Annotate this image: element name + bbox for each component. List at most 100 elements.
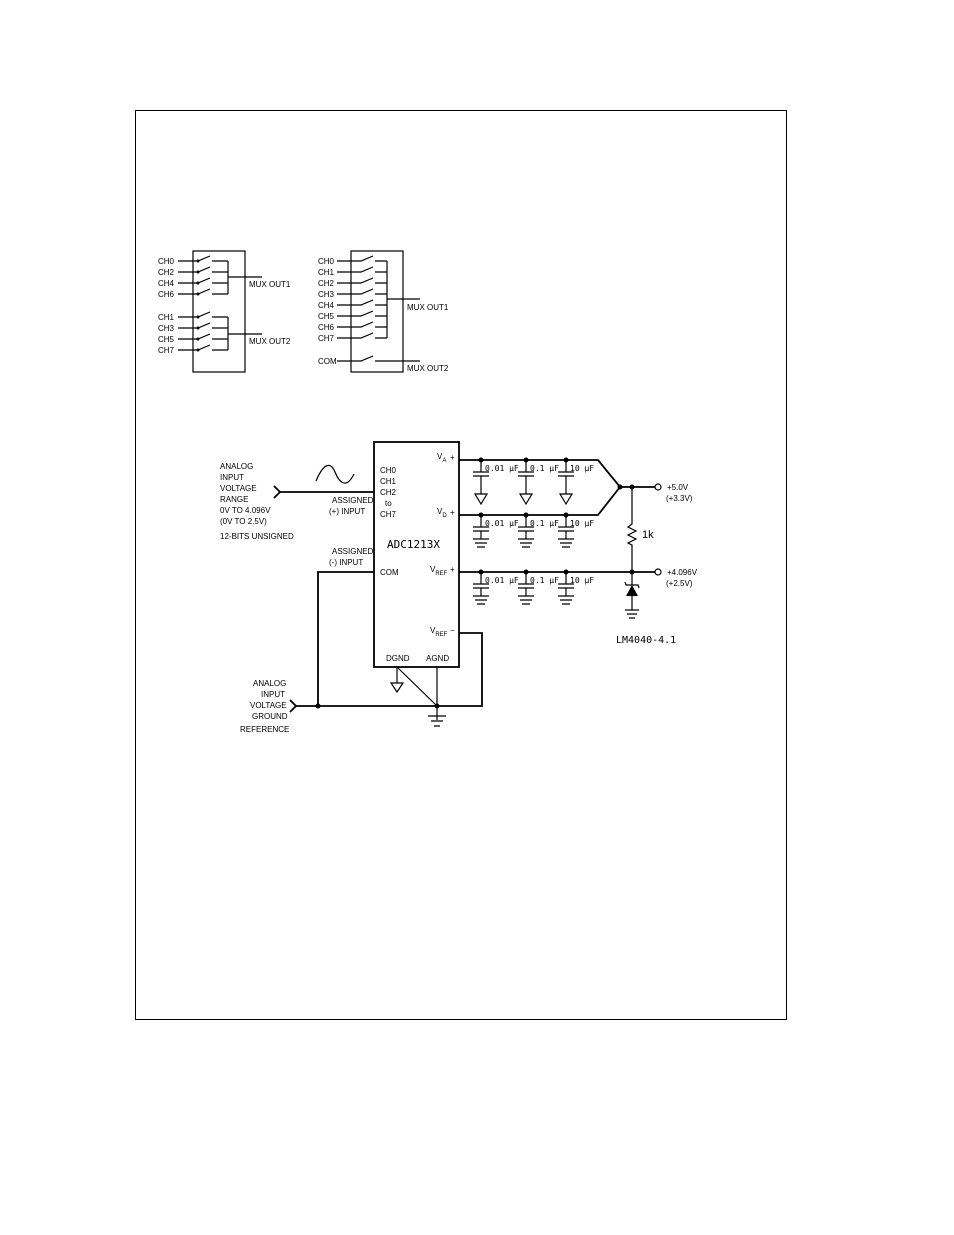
mux-left-group1-switches: [178, 255, 262, 296]
capacitor-icon: 0.01 µF: [473, 457, 519, 506]
mux-right-label: CH4: [318, 301, 335, 310]
resistor-value: 1k: [642, 529, 654, 541]
capacitor-icon: 0.1 µF: [518, 569, 559, 605]
mux-diagram-differential: CH0 CH2 CH4 CH6 CH1 CH3 CH5 CH7 MUX OUT1…: [158, 250, 291, 373]
capacitor-icon: 10 µF: [558, 512, 594, 548]
chip-pin-ch0: CH0: [380, 466, 397, 475]
capacitor-value: 0.1 µF: [530, 576, 559, 585]
capacitor-value: 0.1 µF: [530, 519, 559, 528]
assigned-neg-label: (-) INPUT: [329, 558, 363, 567]
mux-left-label: CH3: [158, 324, 175, 333]
chip-pin-ch1: CH1: [380, 477, 397, 486]
svg-text:VREF: VREF: [430, 626, 448, 638]
agnd-wires: [396, 666, 438, 720]
mux-left-label: CH2: [158, 268, 175, 277]
supply-voltage-alt: (+3.3V): [666, 494, 693, 503]
svg-text:VREF: VREF: [430, 565, 448, 577]
reference-part-number: LM4040-4.1: [616, 635, 676, 646]
svg-text:VD: VD: [437, 507, 447, 519]
capacitor-value: 0.01 µF: [485, 519, 519, 528]
reference-terminal: [654, 568, 662, 576]
svg-text:INPUT: INPUT: [261, 690, 285, 699]
chip-pin-dgnd: DGND: [386, 654, 410, 663]
mux-right-label: CH6: [318, 323, 335, 332]
assigned-pos-label: ASSIGNED: [332, 496, 374, 505]
adc-chip-name: ADC1213X: [387, 538, 440, 551]
digital-ground-icon: [389, 667, 405, 694]
resistor-1k-icon: [626, 487, 638, 572]
mux-left-label: CH4: [158, 279, 175, 288]
svg-text:VOLTAGE: VOLTAGE: [220, 484, 257, 493]
mux-diagram-single-ended: CH0 CH1 CH2 CH3 CH4 CH5 CH6 CH7 COM MUX …: [318, 250, 449, 373]
mux-left-label: CH7: [158, 346, 175, 355]
mux-left-label: CH5: [158, 335, 175, 344]
capacitor-icon: 0.01 µF: [473, 512, 519, 548]
mux-left-group2-switches: [178, 311, 262, 352]
adc-chip-body: [373, 441, 460, 668]
svg-text:+: +: [450, 565, 455, 574]
mux-right-label: CH2: [318, 279, 335, 288]
svg-text:ANALOG: ANALOG: [220, 462, 253, 471]
assigned-pos-label: (+) INPUT: [329, 507, 365, 516]
mux-left-out1: MUX OUT1: [249, 280, 291, 289]
svg-text:−: −: [450, 626, 455, 635]
svg-text:(0V TO 2.5V): (0V TO 2.5V): [220, 517, 267, 526]
svg-text:+: +: [450, 453, 455, 462]
chip-pin-vd: VD +: [437, 507, 455, 519]
capacitor-icon: 10 µF: [558, 457, 594, 506]
mux-right-box: [350, 250, 404, 373]
capacitor-value: 0.01 µF: [485, 464, 519, 473]
mux-right-out2: MUX OUT2: [407, 364, 449, 373]
sine-wave-icon: [315, 464, 355, 484]
chip-pin-agnd: AGND: [426, 654, 449, 663]
capacitor-value: 0.1 µF: [530, 464, 559, 473]
mux-right-label: CH3: [318, 290, 335, 299]
mux-left-label: CH1: [158, 313, 175, 322]
zener-diode-icon: [624, 572, 640, 619]
mux-right-out1: MUX OUT1: [407, 303, 449, 312]
reference-voltage: +4.096V: [667, 568, 698, 577]
svg-text:12-BITS UNSIGNED: 12-BITS UNSIGNED: [220, 532, 294, 541]
mux-right-com: COM: [318, 357, 337, 366]
capacitor-icon: 0.1 µF: [518, 457, 559, 506]
earth-ground-icon: [428, 715, 446, 727]
analog-input-arrow: [273, 485, 374, 499]
assigned-neg-label: ASSIGNED: [332, 547, 374, 556]
mux-right-label: CH7: [318, 334, 335, 343]
svg-text:GROUND: GROUND: [252, 712, 288, 721]
capacitor-icon: 0.01 µF: [473, 569, 519, 605]
capacitor-icon: 10 µF: [558, 569, 594, 605]
svg-text:INPUT: INPUT: [220, 473, 244, 482]
mux-right-label: CH0: [318, 257, 335, 266]
svg-text:ANALOG: ANALOG: [253, 679, 286, 688]
capacitor-icon: 0.1 µF: [518, 512, 559, 548]
svg-text:VA: VA: [437, 452, 446, 464]
chip-pin-to: to: [385, 499, 392, 508]
svg-text:RANGE: RANGE: [220, 495, 248, 504]
svg-text:REFERENCE: REFERENCE: [240, 725, 289, 734]
mux-left-box: [192, 250, 246, 373]
svg-text:0V TO 4.096V: 0V TO 4.096V: [220, 506, 271, 515]
junction-dot: [617, 484, 623, 490]
svg-text:VOLTAGE: VOLTAGE: [250, 701, 287, 710]
supply-voltage: +5.0V: [667, 483, 689, 492]
svg-text:+: +: [450, 508, 455, 517]
chip-pin-va: VA +: [437, 452, 455, 464]
capacitor-value: 10 µF: [570, 519, 594, 528]
capacitor-value: 10 µF: [570, 576, 594, 585]
chip-pin-vref-neg: VREF −: [430, 626, 455, 638]
chip-pin-vref-pos: VREF +: [430, 565, 455, 577]
vd-rail: [459, 486, 621, 516]
junction-dot: [315, 703, 321, 709]
chip-pin-com: COM: [380, 568, 399, 577]
com-wire: [317, 571, 374, 706]
chip-pin-ch7: CH7: [380, 510, 397, 519]
figure-frame: [135, 110, 787, 1020]
mux-right-label: CH1: [318, 268, 335, 277]
mux-right-label: CH5: [318, 312, 335, 321]
ground-reference-label: ANALOG INPUT VOLTAGE GROUND REFERENCE: [240, 679, 289, 734]
input-range-description: ANALOG INPUT VOLTAGE RANGE 0V TO 4.096V …: [220, 462, 294, 541]
supply-terminal: [654, 483, 662, 491]
